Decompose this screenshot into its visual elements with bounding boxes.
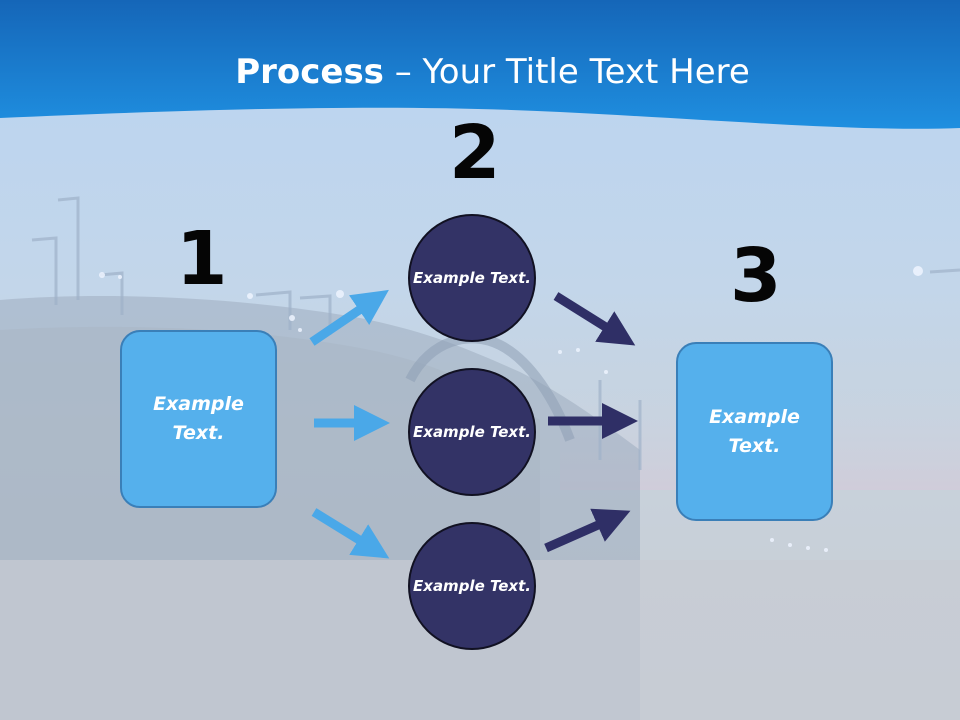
step-number-3: 3 (730, 233, 782, 319)
step-2-circle-top: Example Text. (408, 214, 536, 342)
step-3-box: Example Text. (676, 342, 833, 521)
title-bold: Process (235, 52, 384, 92)
slide-title: Process – Your Title Text Here (0, 52, 960, 92)
arrow-1-to-top (309, 289, 389, 346)
step-2-circle-bottom: Example Text. (408, 522, 536, 650)
circle-bottom-text: Example Text. (413, 576, 531, 595)
step-2-circle-middle: Example Text. (408, 368, 536, 496)
step-1-text: Example Text. (153, 393, 244, 444)
step-number-1: 1 (176, 216, 228, 302)
arrow-bottom-to-3 (544, 508, 631, 553)
arrow-1-to-bottom (311, 508, 390, 559)
circle-top-text: Example Text. (413, 268, 531, 287)
title-rest: – Your Title Text Here (383, 52, 750, 92)
step-1-box: Example Text. (120, 330, 277, 508)
step-number-2: 2 (449, 110, 501, 196)
arrow-top-to-3 (553, 292, 636, 346)
step-3-text: Example Text. (709, 405, 800, 457)
circle-middle-text: Example Text. (413, 422, 531, 441)
